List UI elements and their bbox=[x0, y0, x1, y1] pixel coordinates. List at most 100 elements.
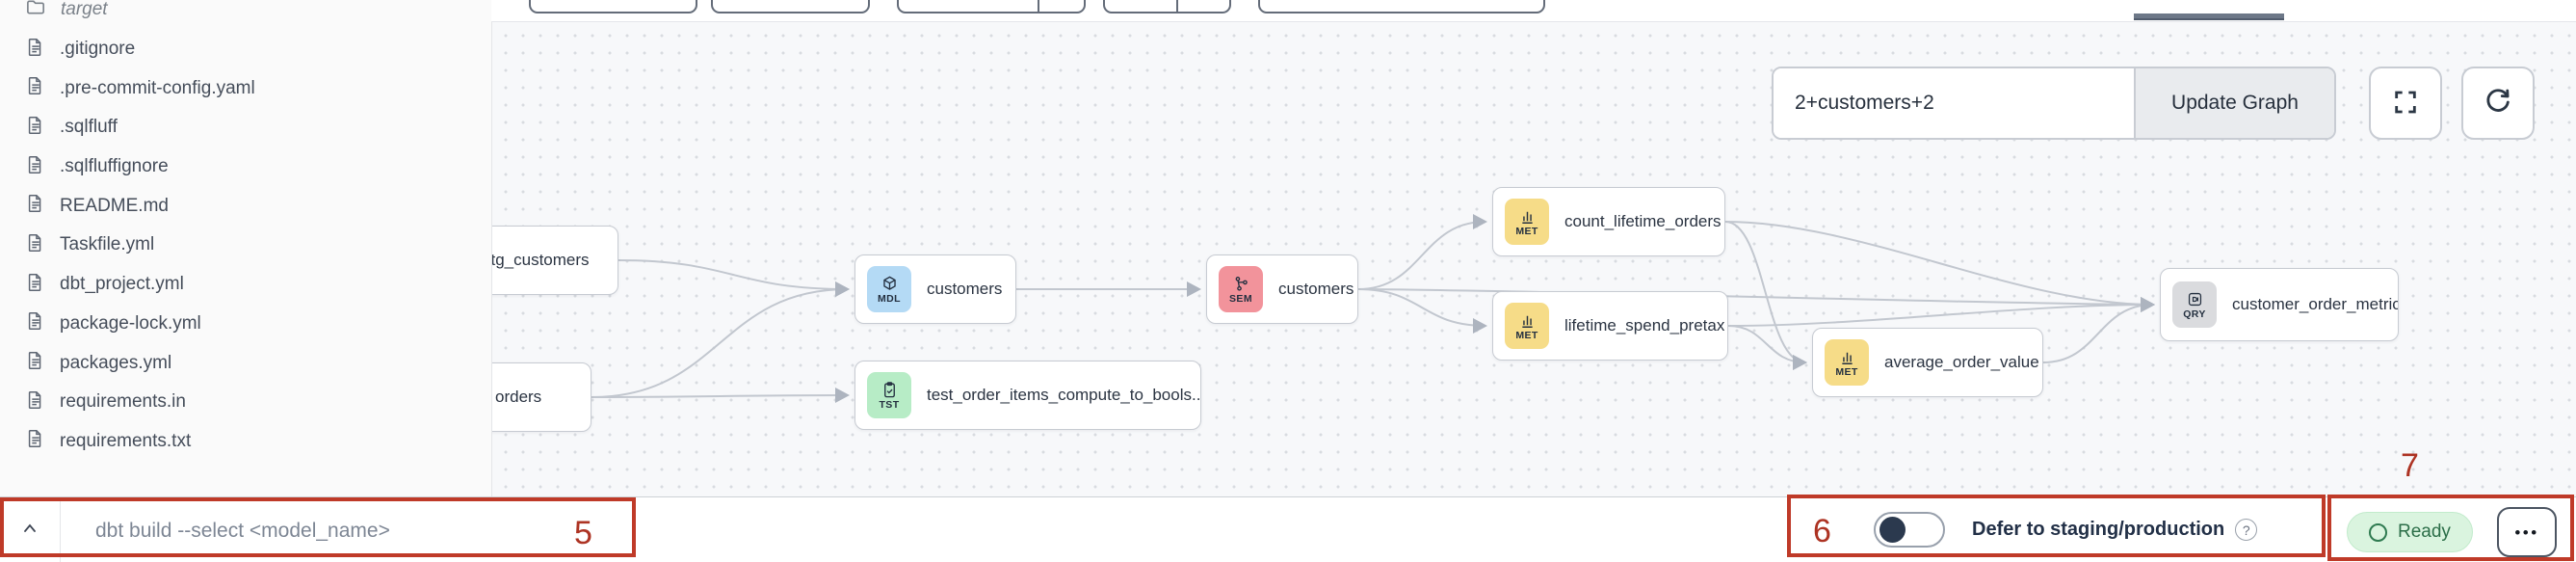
badge-label: MET bbox=[1835, 365, 1858, 378]
file-name: .sqlfluffignore bbox=[60, 156, 169, 177]
file-explorer-sidebar: target .gitignore .pre-commit-config.yaml.… bbox=[0, 0, 492, 496]
qry-badge-icon: QRY bbox=[2172, 281, 2217, 328]
mdl-badge-icon: MDL bbox=[867, 266, 911, 312]
toolbar-button-2[interactable] bbox=[711, 0, 870, 13]
defer-toggle-group: Defer to staging/production ? bbox=[1874, 497, 2258, 562]
node-selector-group: Update Graph bbox=[1772, 67, 2336, 140]
file-icon bbox=[28, 352, 41, 370]
node-selector-input[interactable] bbox=[1774, 68, 2134, 138]
file-icon bbox=[28, 155, 41, 174]
file-icon bbox=[28, 273, 41, 291]
file-name: packages.yml bbox=[60, 352, 172, 373]
model-cube-icon bbox=[882, 276, 896, 290]
command-bottom-bar: Defer to staging/production ? Ready bbox=[0, 496, 2576, 562]
met-badge-icon: MET bbox=[1825, 339, 1869, 386]
file-icon bbox=[28, 233, 41, 252]
fullscreen-icon bbox=[2390, 87, 2421, 120]
dropdown-split-divider bbox=[1038, 0, 1039, 12]
query-icon bbox=[2188, 292, 2201, 306]
node-label: customer_order_metrics bbox=[2232, 295, 2398, 313]
node-label: customers bbox=[1278, 280, 1354, 298]
file-icon bbox=[25, 428, 46, 454]
metric-bars-icon bbox=[1521, 211, 1533, 224]
file-icon bbox=[25, 310, 46, 336]
node-label: test_order_items_compute_to_bools... bbox=[927, 386, 1200, 404]
badge-label: MDL bbox=[878, 292, 901, 305]
defer-label: Defer to staging/production bbox=[1972, 519, 2225, 540]
file-tree-item-package-lock-yml[interactable]: package-lock.yml bbox=[0, 305, 491, 344]
file-name: requirements.in bbox=[60, 391, 186, 413]
metric-bars-icon bbox=[1841, 352, 1853, 364]
bottom-bar-divider bbox=[60, 497, 61, 562]
dropdown-split-divider bbox=[1176, 0, 1178, 12]
file-icon bbox=[25, 350, 46, 376]
collapse-panel-button[interactable] bbox=[0, 497, 60, 562]
sem-badge-icon: SEM bbox=[1219, 266, 1263, 312]
file-icon bbox=[28, 77, 41, 95]
fullscreen-button[interactable] bbox=[2369, 67, 2442, 140]
toolbar-button-5[interactable] bbox=[1258, 0, 1545, 13]
metric-bars-icon bbox=[1521, 315, 1533, 328]
badge-label: QRY bbox=[2183, 308, 2206, 320]
file-icon bbox=[25, 154, 46, 180]
semantic-branch-icon bbox=[1235, 276, 1248, 291]
toggle-knob bbox=[1879, 517, 1906, 543]
file-name: .sqlfluff bbox=[60, 117, 118, 138]
badge-label: MET bbox=[1515, 329, 1538, 341]
file-icon bbox=[25, 75, 46, 101]
file-icon bbox=[28, 390, 41, 409]
defer-toggle[interactable] bbox=[1874, 512, 1945, 548]
badge-label: SEM bbox=[1229, 292, 1252, 305]
active-tab-indicator bbox=[2134, 13, 2284, 20]
dbt-command-input[interactable] bbox=[93, 511, 598, 551]
lineage-node-count_lifetime_orders[interactable]: MET count_lifetime_orders bbox=[1492, 187, 1725, 256]
file-name: .pre-commit-config.yaml bbox=[60, 77, 255, 98]
help-icon[interactable]: ? bbox=[2235, 519, 2258, 541]
file-icon bbox=[28, 116, 41, 134]
node-label: lifetime_spend_pretax bbox=[1564, 316, 1725, 335]
file-name: target bbox=[61, 0, 108, 20]
file-tree-item--pre-commit-config-yaml[interactable]: .pre-commit-config.yaml bbox=[0, 68, 491, 108]
file-name: .gitignore bbox=[60, 39, 136, 60]
file-tree-item--sqlfluff[interactable]: .sqlfluff bbox=[0, 108, 491, 147]
refresh-button[interactable] bbox=[2461, 67, 2535, 140]
badge-label: MET bbox=[1515, 225, 1538, 237]
update-graph-button[interactable]: Update Graph bbox=[2134, 68, 2334, 138]
file-icon bbox=[25, 272, 46, 298]
folder-icon bbox=[27, 0, 44, 14]
file-tree-item-packages-yml[interactable]: packages.yml bbox=[0, 343, 491, 383]
toolbar-button-4[interactable] bbox=[1103, 0, 1231, 13]
met-badge-icon: MET bbox=[1505, 303, 1549, 349]
file-icon bbox=[28, 430, 41, 448]
toolbar-button-1[interactable] bbox=[529, 0, 697, 13]
file-tree-item-dbt-project-yml[interactable]: dbt_project.yml bbox=[0, 265, 491, 305]
top-toolbar-strip bbox=[491, 0, 2576, 22]
toolbar-button-3[interactable] bbox=[897, 0, 1086, 13]
refresh-icon bbox=[2482, 86, 2514, 121]
lineage-node-customer_order_metrics[interactable]: QRY customer_order_metrics bbox=[2160, 268, 2399, 341]
node-label: count_lifetime_orders bbox=[1564, 212, 1722, 230]
lineage-node-lifetime_spend_pretax[interactable]: MET lifetime_spend_pretax bbox=[1492, 291, 1728, 361]
file-tree-item-requirements-in[interactable]: requirements.in bbox=[0, 383, 491, 422]
file-name: dbt_project.yml bbox=[60, 274, 184, 295]
file-tree-item--sqlfluffignore[interactable]: .sqlfluffignore bbox=[0, 147, 491, 187]
file-tree-item-readme-md[interactable]: README.md bbox=[0, 186, 491, 226]
file-tree-item-target[interactable]: target bbox=[0, 0, 491, 30]
file-icon bbox=[28, 195, 41, 213]
test-clipboard-icon bbox=[883, 381, 895, 398]
more-options-button[interactable] bbox=[2497, 507, 2557, 557]
lineage-node-customers_semantic[interactable]: SEM customers bbox=[1206, 254, 1358, 324]
file-name: package-lock.yml bbox=[60, 312, 201, 334]
status-badge[interactable]: Ready bbox=[2347, 512, 2473, 552]
status-ring-icon bbox=[2369, 522, 2387, 542]
file-tree-item--gitignore[interactable]: .gitignore bbox=[0, 30, 491, 69]
file-icon bbox=[25, 232, 46, 258]
file-icon bbox=[28, 312, 41, 331]
file-tree-item-taskfile-yml[interactable]: Taskfile.yml bbox=[0, 226, 491, 265]
file-tree: target .gitignore .pre-commit-config.yaml.… bbox=[0, 0, 491, 461]
file-tree-item-requirements-txt[interactable]: requirements.txt bbox=[0, 422, 491, 462]
file-icon bbox=[25, 193, 46, 219]
